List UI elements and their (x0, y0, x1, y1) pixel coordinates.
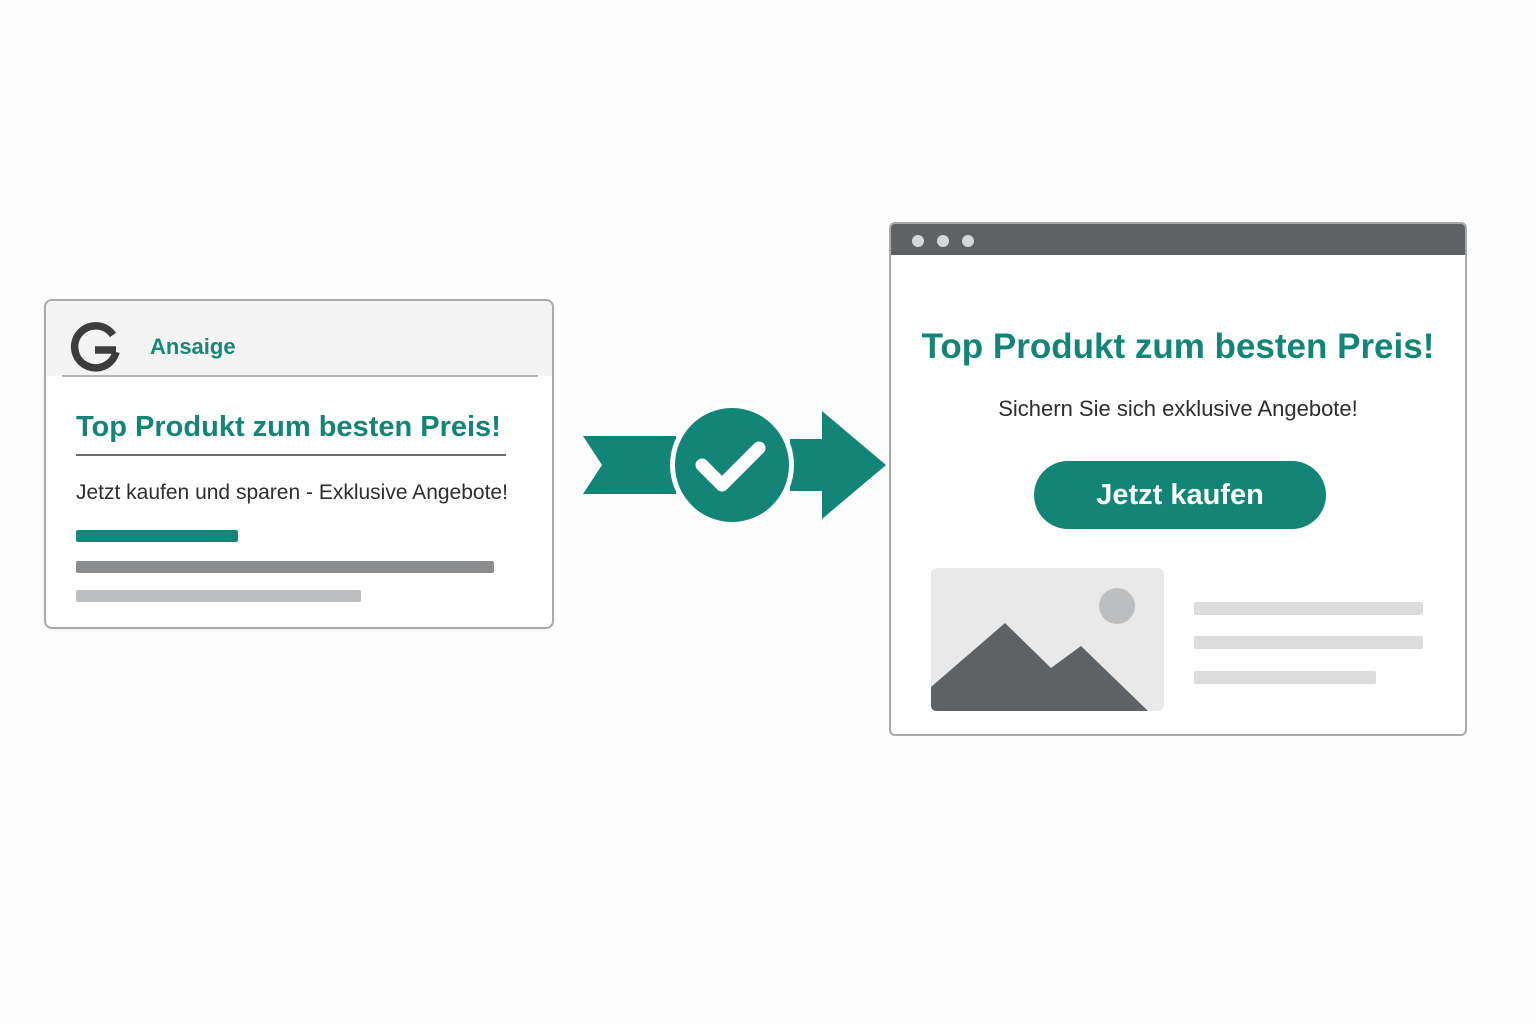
window-dot-icon (962, 235, 974, 247)
window-title-bar (891, 224, 1465, 255)
ad-title-underline (76, 454, 506, 456)
window-dot-icon (937, 235, 949, 247)
ad-text-line (76, 561, 494, 573)
ad-header-divider (62, 375, 538, 377)
ad-header (46, 301, 552, 376)
content-text-line (1194, 636, 1423, 649)
ad-description: Jetzt kaufen und sparen - Exklusive Ange… (76, 481, 508, 504)
landing-page-subtitle: Sichern Sie sich exklusive Angebote! (998, 396, 1358, 421)
search-ad-card[interactable]: Ansaige Top Produkt zum besten Preis! Je… (44, 299, 554, 629)
image-placeholder-icon (931, 568, 1164, 711)
landing-page-window: Top Produkt zum besten Preis! Sichern Si… (889, 222, 1467, 736)
content-text-line (1194, 671, 1376, 684)
content-text-line (1194, 602, 1423, 615)
checkmark-circle-icon (670, 405, 794, 525)
ad-text-line (76, 590, 361, 602)
window-dot-icon (912, 235, 924, 247)
buy-now-button[interactable]: Jetzt kaufen (1034, 461, 1326, 529)
google-g-icon (70, 322, 120, 372)
ad-label: Ansaige (150, 334, 236, 359)
ad-url-line (76, 530, 238, 542)
ad-title[interactable]: Top Produkt zum besten Preis! (76, 411, 501, 443)
checkmark-arrow-connector (583, 405, 886, 525)
ribbon-tail-icon (583, 436, 676, 494)
landing-page-title: Top Produkt zum besten Preis! (921, 327, 1435, 366)
arrow-head-icon (790, 411, 886, 519)
